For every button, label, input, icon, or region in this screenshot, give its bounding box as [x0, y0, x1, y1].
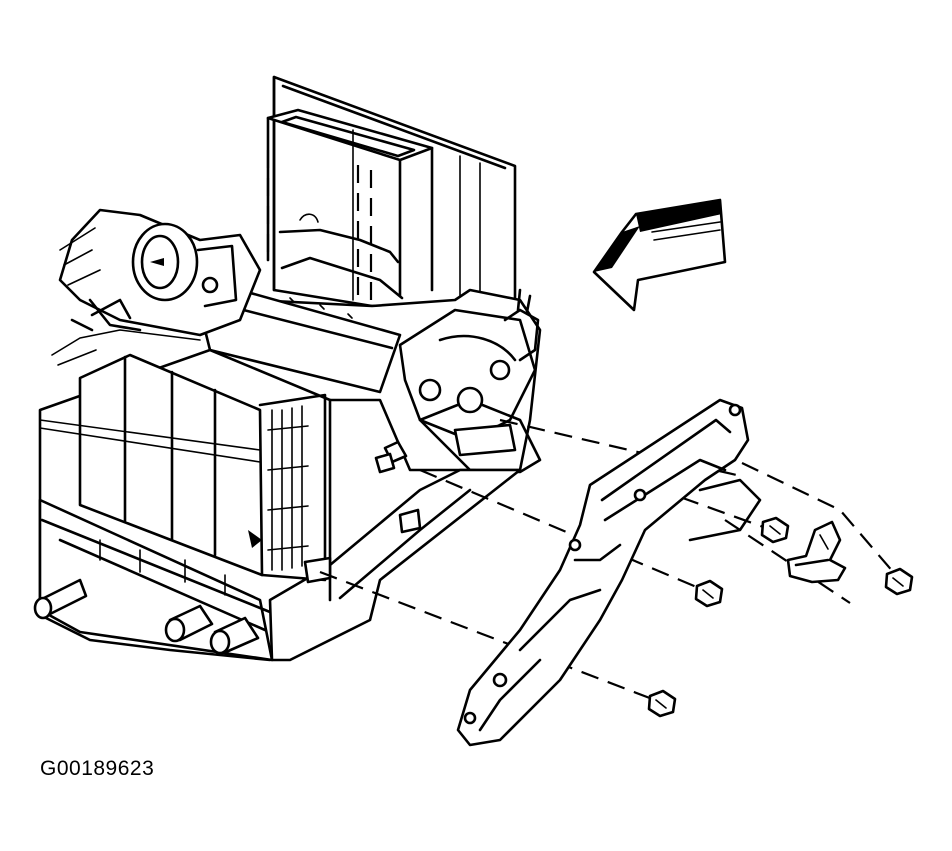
small-clip — [374, 440, 408, 474]
bracket-bolt — [647, 689, 677, 718]
heater-core-pipes — [33, 578, 260, 655]
air-inlet-duct — [266, 75, 517, 308]
support-bracket — [456, 398, 762, 747]
hvac-module-housing — [38, 288, 542, 662]
blower-motor — [51, 208, 262, 366]
bracket-bolt — [694, 579, 724, 608]
figure-id-label: G00189623 — [40, 757, 155, 780]
clip-fastener — [786, 520, 847, 584]
heater-core — [39, 353, 327, 582]
bracket-bolt — [884, 567, 914, 596]
view-direction-arrow — [592, 198, 727, 312]
bracket-bolt — [760, 516, 790, 544]
